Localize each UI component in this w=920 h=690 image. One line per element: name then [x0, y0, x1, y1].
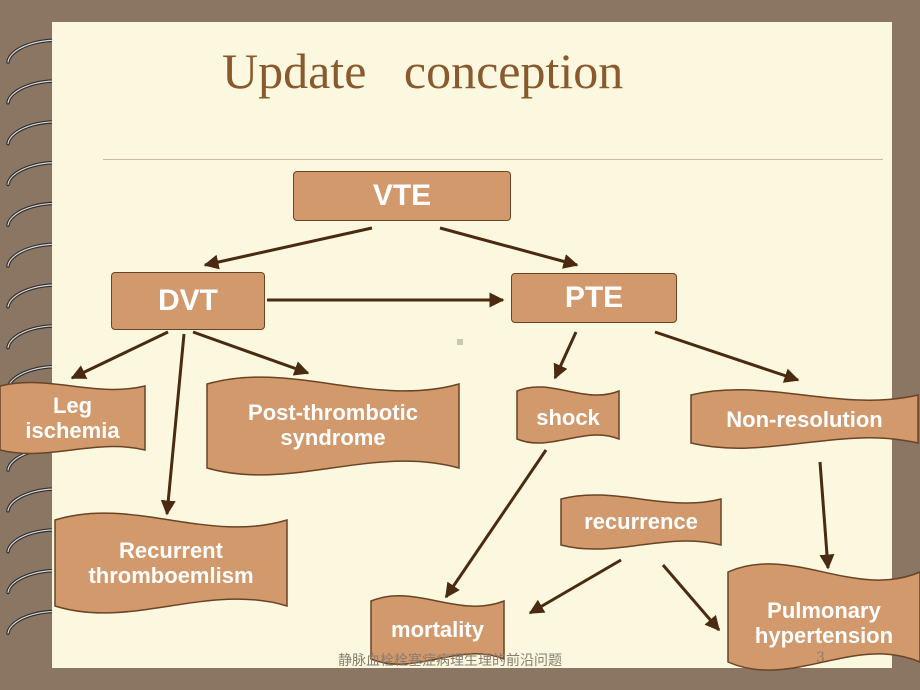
- arrow-vte-to-dvt: [203, 226, 373, 270]
- non-resolution-node: Non-resolution: [691, 402, 918, 438]
- arrow-non-resolution-to-pulmonary-ht: [818, 461, 835, 570]
- dvt-node: DVT: [111, 272, 265, 330]
- recurrent-te-banner: [54, 512, 288, 614]
- arrow-dvt-to-leg-ischemia: [70, 330, 169, 380]
- title-divider: [103, 159, 883, 160]
- post-thrombotic-node: Post-thrombotic syndrome: [207, 393, 459, 457]
- leg-ischemia-line-2: ischemia: [25, 418, 120, 443]
- decorative-dot: [457, 339, 463, 345]
- shock-label: shock: [536, 405, 600, 431]
- post-thrombotic-line-1: Post-thrombotic: [248, 399, 418, 425]
- mortality-node: mortality: [371, 612, 504, 648]
- mortality-banner: [370, 595, 505, 665]
- arrow-pte-to-shock: [553, 331, 578, 380]
- leg-ischemia-node: Leg ischemia: [0, 386, 145, 450]
- leg-ischemia-banner: [0, 381, 146, 455]
- page-number: 3: [816, 650, 825, 666]
- pulmonary-hypertension-node: Pulmonary hypertension: [728, 590, 920, 656]
- pte-node: PTE: [511, 273, 677, 323]
- recurrence-label: recurrence: [584, 509, 698, 535]
- leg-ischemia-line-1: Leg: [52, 392, 93, 418]
- vte-node: VTE: [293, 171, 511, 221]
- recurrence-banner: [560, 494, 722, 550]
- dvt-label: DVT: [158, 283, 218, 317]
- recurrent-te-line-1: Recurrent: [119, 537, 223, 563]
- arrow-dvt-to-post-thrombotic: [192, 330, 310, 376]
- shock-node: shock: [517, 400, 619, 436]
- arrow-pte-to-non-resolution: [654, 330, 800, 383]
- arrow-dvt-to-recurrent-te: [160, 333, 186, 516]
- pulmonary-ht-line-2: hypertension: [754, 623, 894, 648]
- shock-banner: [516, 386, 620, 444]
- recurrence-node: recurrence: [561, 504, 721, 540]
- slide-title: Update conception: [222, 43, 624, 99]
- arrow-recurrence-to-pulmonary-ht: [661, 564, 721, 632]
- arrow-vte-to-pte: [439, 226, 579, 269]
- slide-footer: 静脉血栓栓塞症病理生理的前沿问题: [338, 653, 562, 669]
- non-resolution-label: Non-resolution: [726, 407, 883, 433]
- mortality-label: mortality: [391, 617, 484, 643]
- arrow-shock-to-mortality: [444, 449, 548, 599]
- pulmonary-ht-line-1: Pulmonary: [767, 597, 881, 623]
- post-thrombotic-banner: [206, 376, 460, 476]
- recurrent-thromboembolism-node: Recurrent thromboemlism: [55, 530, 287, 596]
- pte-label: PTE: [564, 280, 624, 314]
- vte-label: VTE: [372, 178, 432, 212]
- recurrent-te-line-2: thromboemlism: [88, 563, 254, 588]
- arrow-recurrence-to-mortality: [528, 558, 622, 615]
- non-resolution-banner: [690, 389, 919, 449]
- pulmonary-ht-banner: [727, 563, 920, 671]
- post-thrombotic-line-2: syndrome: [280, 425, 386, 450]
